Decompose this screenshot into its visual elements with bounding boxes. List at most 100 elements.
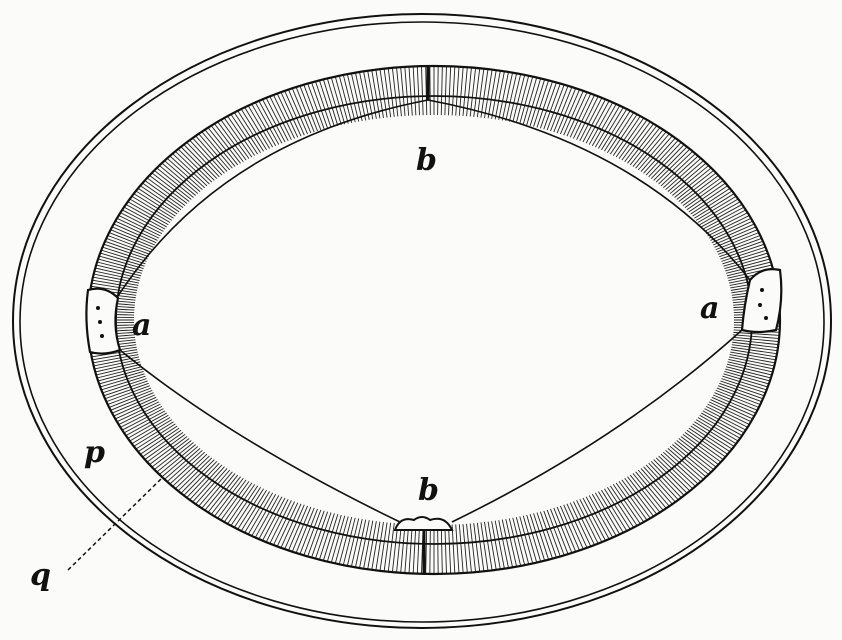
- striation-line: [491, 65, 504, 119]
- striation-line: [377, 65, 388, 118]
- striation-line: [343, 65, 360, 122]
- striation-line: [407, 65, 413, 116]
- striation-line: [476, 65, 487, 118]
- striation-line: [351, 519, 367, 575]
- striation-line: [529, 65, 550, 126]
- striation-line: [526, 514, 546, 575]
- striation-line: [330, 65, 349, 124]
- striation-line: [726, 363, 780, 379]
- striation-line: [368, 521, 381, 575]
- striation-line: [87, 358, 140, 373]
- striation-line: [487, 521, 500, 575]
- striation-line: [420, 65, 424, 116]
- striation-line: [254, 497, 286, 555]
- striation-line: [730, 351, 780, 363]
- striation-line: [476, 522, 487, 575]
- striation-line: [444, 65, 448, 116]
- striation-line: [322, 514, 342, 575]
- striation-line: [487, 65, 500, 119]
- striation-line: [727, 361, 780, 376]
- striation-line: [533, 513, 554, 575]
- striation-line: [343, 518, 360, 575]
- outer-membrane-outer-line: [12, 13, 832, 629]
- striation-line: [522, 65, 542, 125]
- striation-line: [522, 515, 542, 575]
- striation-line: [526, 65, 546, 126]
- striation-line: [314, 65, 335, 127]
- striation-line: [730, 349, 780, 360]
- striation-line: [372, 65, 384, 118]
- striation-line: [385, 65, 395, 117]
- striation-line: [381, 522, 392, 575]
- striation-line: [377, 522, 388, 575]
- striation-line: [381, 65, 392, 118]
- striation-line: [424, 524, 428, 575]
- striation-line: [458, 65, 465, 116]
- striation-line: [582, 85, 614, 143]
- striation-line: [440, 524, 444, 575]
- striation-line: [462, 65, 470, 116]
- striation-line: [394, 523, 402, 575]
- striation-line: [416, 65, 420, 116]
- striation-line: [473, 523, 483, 575]
- striation-line: [87, 283, 137, 294]
- striation-line: [314, 513, 335, 575]
- striation-line: [519, 65, 538, 124]
- node-dots: [96, 288, 768, 338]
- striation-line: [364, 521, 377, 575]
- label-a-left: a: [132, 308, 151, 343]
- striation-line: [326, 515, 346, 575]
- striation-line: [87, 363, 142, 379]
- striation-line: [505, 518, 521, 575]
- striation-line: [424, 65, 428, 116]
- striation-line: [87, 280, 138, 291]
- label-b-top: b: [416, 143, 437, 178]
- striation-line: [437, 65, 439, 116]
- striation-line: [582, 497, 614, 555]
- striation-line: [501, 519, 517, 575]
- striation-line: [364, 65, 377, 119]
- outer-membrane-inner-line: [19, 21, 825, 623]
- inner-line-top: [117, 99, 751, 297]
- striation-line: [466, 523, 474, 575]
- node-a-left: [85, 287, 122, 355]
- striation-line: [458, 524, 465, 575]
- striation-line: [330, 516, 349, 575]
- q-pointer-line: [67, 477, 163, 571]
- striation-line: [368, 65, 381, 119]
- striation-line: [501, 65, 517, 121]
- striation-line: [351, 65, 367, 121]
- striation-line: [87, 261, 142, 277]
- striation-line: [731, 346, 780, 357]
- striation-line: [480, 522, 491, 575]
- striation-line: [508, 65, 525, 122]
- striation-line: [429, 524, 431, 575]
- label-p: p: [84, 435, 105, 470]
- striation-line: [733, 334, 780, 341]
- striation-line: [473, 65, 483, 117]
- striation-line: [455, 65, 461, 116]
- striation-line: [480, 65, 491, 118]
- label-a-right: a: [700, 291, 719, 326]
- striation-line: [416, 524, 420, 575]
- striation-line: [254, 85, 286, 143]
- striation-line: [498, 520, 513, 575]
- striation-line: [444, 524, 448, 575]
- striated-band: [87, 65, 780, 575]
- striation-line: [448, 524, 452, 575]
- striation-line: [498, 65, 513, 120]
- striation-line: [390, 65, 399, 117]
- striation-line: [87, 361, 141, 376]
- inner-line-bottom: [119, 329, 743, 523]
- striation-line: [732, 339, 780, 347]
- striation-line: [411, 524, 417, 575]
- node-b-bottom: [393, 516, 454, 531]
- striation-line: [407, 524, 413, 575]
- striation-line: [347, 65, 363, 122]
- striation-line: [484, 522, 496, 575]
- label-q: q: [30, 558, 51, 593]
- striation-line: [318, 65, 339, 126]
- striation-line: [455, 524, 461, 575]
